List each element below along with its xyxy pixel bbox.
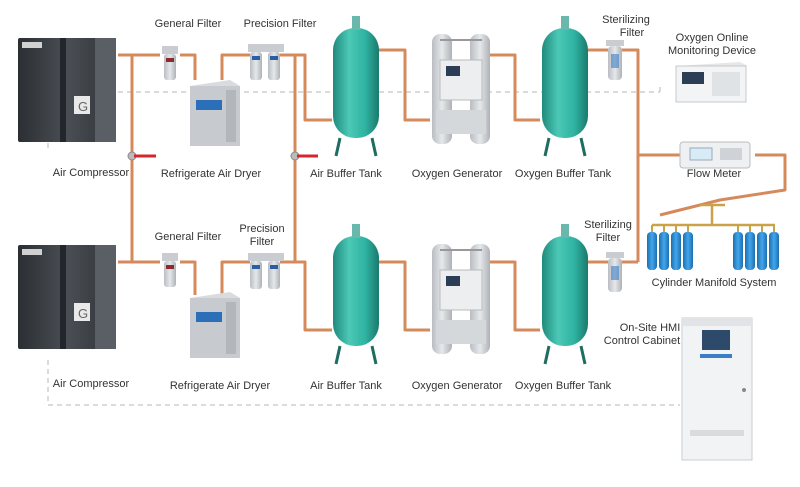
precision-filter-bottom <box>248 253 284 289</box>
gas-cylinder-icon <box>671 232 681 270</box>
label-precision-filter-bottom-1: Precision <box>239 223 285 235</box>
dashed-line-bottom <box>47 360 680 406</box>
label-sterilizing-top-1: Sterilizing <box>602 14 650 26</box>
air-buffer-tank-bottom <box>333 224 379 365</box>
label-oxygen-generator-bottom: Oxygen Generator <box>411 380 503 392</box>
oxygen-generator-top <box>432 34 490 144</box>
valve-mid <box>290 151 318 161</box>
label-sterilizing-top-2: Filter <box>619 27 645 39</box>
copper-pipes <box>118 48 787 332</box>
general-filter-top <box>162 46 178 80</box>
label-air-compressor-bottom: Air Compressor <box>52 378 130 390</box>
precision-filter-top <box>248 44 284 80</box>
label-hmi-2: Control Cabinet <box>603 335 681 347</box>
general-filter-bottom <box>162 253 178 287</box>
label-monitor-2: Monitoring Device <box>667 45 757 57</box>
air-buffer-tank-top <box>333 16 379 157</box>
label-dryer-bottom: Refrigerate Air Dryer <box>169 380 271 392</box>
gas-cylinder-icon <box>647 232 657 270</box>
label-sterilizing-bottom-1: Sterilizing <box>584 219 632 231</box>
oxygen-buffer-tank-top <box>542 16 588 157</box>
oxygen-generator-bottom <box>432 244 490 354</box>
refrigerate-air-dryer-top <box>190 80 240 146</box>
manifold-pipes <box>652 203 775 227</box>
label-precision-filter-top: Precision Filter <box>243 18 317 30</box>
label-sterilizing-bottom-2: Filter <box>595 232 621 244</box>
gas-cylinder-icon <box>733 232 743 270</box>
label-air-compressor-top: Air Compressor <box>52 167 130 179</box>
label-hmi-1: On-Site HMI <box>619 322 681 334</box>
label-dryer-top: Refrigerate Air Dryer <box>160 168 262 180</box>
label-precision-filter-bottom-2: Filter <box>249 236 275 248</box>
air-compressor-bottom: G <box>18 245 116 349</box>
sterilizing-filter-top <box>606 40 624 80</box>
label-monitor-1: Oxygen Online <box>675 32 749 44</box>
label-manifold: Cylinder Manifold System <box>651 277 777 289</box>
hmi-control-cabinet <box>681 317 753 461</box>
gas-cylinder-icon <box>769 232 779 270</box>
label-air-tank-top: Air Buffer Tank <box>310 168 382 180</box>
label-oxygen-generator-top: Oxygen Generator <box>411 168 503 180</box>
svg-text:G: G <box>78 99 88 114</box>
air-compressor-top: G <box>18 38 116 142</box>
gas-cylinder-icon <box>683 232 693 270</box>
refrigerate-air-dryer-bottom <box>190 292 240 358</box>
svg-text:G: G <box>78 306 88 321</box>
label-general-filter-bottom: General Filter <box>154 231 222 243</box>
label-general-filter-top: General Filter <box>154 18 222 30</box>
oxygen-buffer-tank-bottom <box>542 224 588 365</box>
flow-meter <box>679 141 751 169</box>
label-oxygen-tank-bottom: Oxygen Buffer Tank <box>514 380 612 392</box>
label-oxygen-tank-top: Oxygen Buffer Tank <box>514 168 612 180</box>
valve-top <box>127 151 156 161</box>
gas-cylinders <box>647 225 779 270</box>
label-air-tank-bottom: Air Buffer Tank <box>310 380 382 392</box>
gas-cylinder-icon <box>745 232 755 270</box>
gas-cylinder-icon <box>757 232 767 270</box>
label-flow-meter: Flow Meter <box>686 168 742 180</box>
oxygen-monitoring-device <box>675 62 748 103</box>
gas-cylinder-icon <box>659 232 669 270</box>
sterilizing-filter-bottom <box>606 252 624 292</box>
